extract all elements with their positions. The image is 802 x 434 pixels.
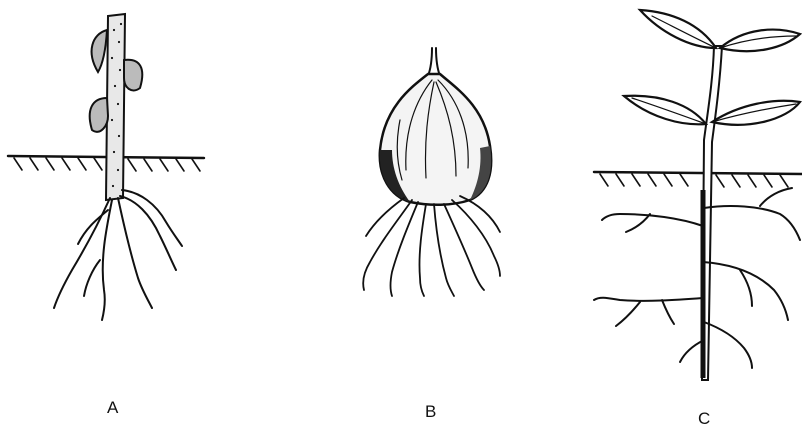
figure-c-stem [702, 46, 722, 380]
figure-b-bulb [363, 48, 500, 296]
figure-b-bulb-body [380, 74, 491, 205]
label-a: A [107, 398, 118, 418]
label-c: C [698, 409, 710, 429]
figure-a-stem [106, 14, 125, 200]
figure-a-adventitious-roots [54, 190, 182, 320]
figure-c-lateral-roots [594, 188, 800, 368]
figure-c-seedling [594, 10, 802, 380]
figure-b-roots [363, 196, 500, 296]
label-b: B [425, 402, 436, 422]
figure-c-ground-line [594, 172, 802, 187]
figure-b-bulb-neck [428, 48, 440, 76]
figure-a-stem-cutting [8, 14, 204, 320]
